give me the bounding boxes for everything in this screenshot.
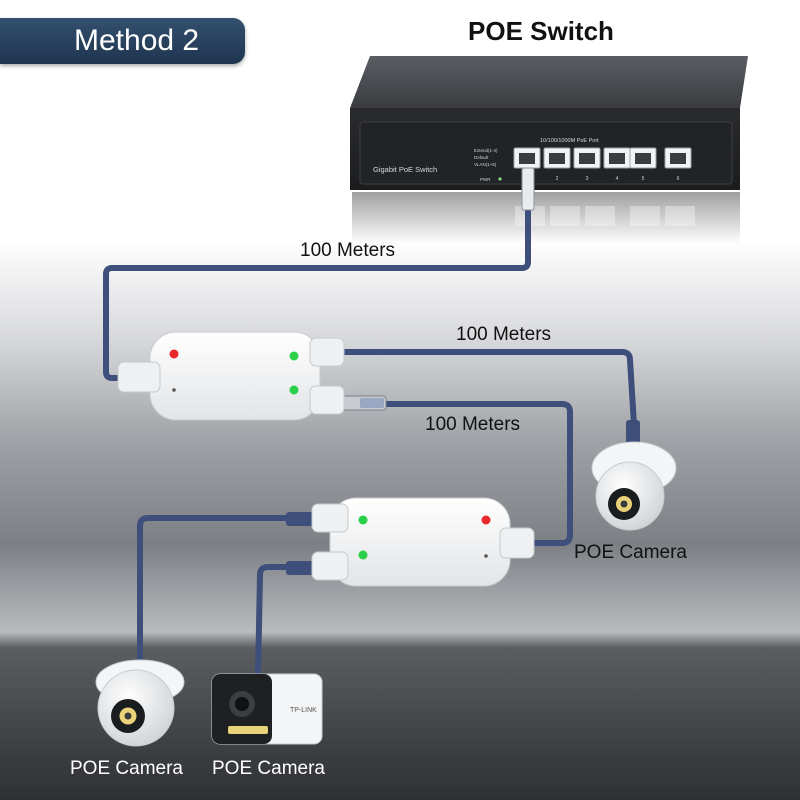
status-led-green (289, 351, 299, 361)
cable-extender1-to-camera1 (337, 349, 637, 428)
cable-extender2-to-camera3 (255, 564, 293, 679)
rj45-boot (360, 398, 384, 408)
camera-lens (235, 697, 249, 711)
dome-camera-1 (591, 441, 677, 531)
ethernet-port-socket (549, 153, 565, 164)
poe-extender-1 (117, 331, 345, 421)
ethernet-port-socket (635, 153, 651, 164)
port-number: 6 (677, 176, 680, 182)
switch-title: POE Switch (468, 16, 614, 46)
switch-reflection-ports (515, 206, 695, 226)
poe-extender-2 (311, 497, 535, 587)
cable-length-label: 100 Meters (456, 324, 552, 345)
switch-reflection (352, 192, 740, 244)
camera-label: POE Camera (574, 542, 687, 563)
port-number: 5 (642, 176, 645, 182)
status-led-red (481, 515, 491, 525)
reset-hole (484, 554, 488, 558)
extender-port-cap (311, 503, 349, 533)
port-header-label: 10/100/1000M PoE Port (540, 138, 599, 144)
extender-body (329, 497, 511, 587)
ethernet-port-socket (609, 153, 625, 164)
cable-extender2-to-camera2 (137, 515, 293, 671)
extender-port-cap (309, 337, 345, 367)
extender-port-cap (309, 385, 345, 415)
bullet-camera: TP-LINK (211, 673, 323, 745)
pwr-led (498, 177, 502, 181)
cable-length-label: 100 Meters (425, 414, 521, 435)
camera-label: POE Camera (212, 758, 325, 779)
extender-body (149, 331, 321, 421)
cable-length-label: 100 Meters (300, 240, 396, 261)
camera-leds (228, 726, 268, 734)
camera-label: POE Camera (70, 758, 183, 779)
method-badge: Method 2 (0, 18, 245, 64)
cable-extender1-to-extender2 (380, 401, 573, 546)
rj45-boot (626, 420, 640, 446)
rj45-plugs (286, 167, 640, 575)
ethernet-port-socket (579, 153, 595, 164)
rj45-boot (286, 561, 316, 575)
ethernet-port-socket (670, 153, 686, 164)
port-number: 2 (556, 176, 559, 182)
switch-model-label: Gigabit PoE Switch (373, 165, 437, 174)
rj45-plug (521, 167, 535, 211)
pwr-label: PWR (480, 177, 491, 182)
camera-brand-logo: TP-LINK (290, 707, 317, 714)
cables (103, 202, 637, 679)
status-led-green (358, 515, 368, 525)
extender-port-cap (311, 551, 349, 581)
reset-hole (172, 388, 176, 392)
ethernet-port-socket (519, 153, 535, 164)
dome-camera-2 (95, 659, 185, 747)
rj45-boot (286, 512, 316, 526)
dip-label: VLAN(1+6) (474, 162, 497, 167)
switch-ports: 123456 (513, 147, 692, 182)
poe-switch: Gigabit PoE Switch 10/100/1000M PoE Port… (350, 56, 748, 244)
dip-switch-labels: Extend(1-4) Default VLAN(1+6) (474, 148, 498, 167)
method-badge-label: Method 2 (74, 24, 200, 57)
status-led-green (289, 385, 299, 395)
status-led-green (358, 550, 368, 560)
camera-lens-center (124, 712, 132, 720)
switch-top-panel (350, 56, 748, 108)
port-number: 4 (616, 176, 619, 182)
cable-switch-to-extender1 (103, 202, 531, 381)
camera-lens-center (620, 500, 628, 508)
extender-port-cap (499, 527, 535, 559)
dip-label: Extend(1-4) (474, 148, 498, 153)
extender-port-cap (117, 361, 161, 393)
port-number: 3 (586, 176, 589, 182)
status-led-red (169, 349, 179, 359)
dip-label: Default (474, 155, 489, 160)
